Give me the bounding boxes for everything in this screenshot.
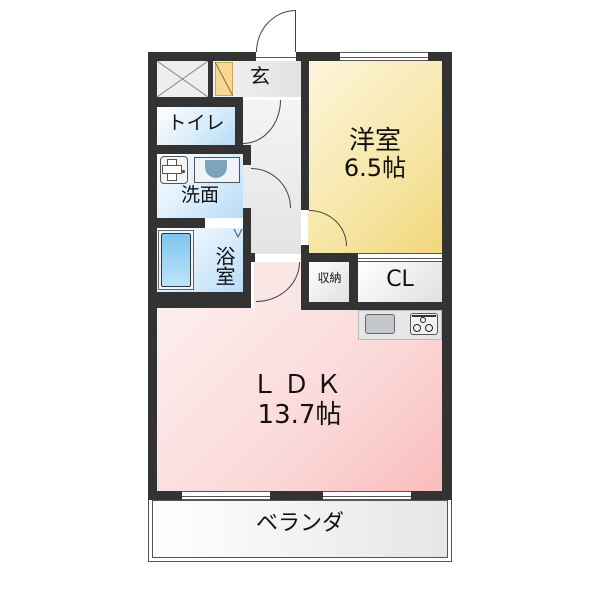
wall-under-bath [157, 292, 251, 308]
wall-storage-bottom [301, 302, 442, 310]
wall-under-pipe [157, 97, 243, 107]
closet-label: CL [386, 267, 414, 292]
vent-triangle-icon [233, 228, 243, 238]
bathroom-label-1: 浴室 [212, 246, 236, 286]
closet [358, 262, 442, 302]
window-ldk-left [182, 491, 270, 500]
balcony-label: ベランダ [255, 511, 344, 536]
balcony-outer-line [148, 498, 452, 562]
wall-top [148, 52, 452, 61]
ldk-name: ＬＤＫ [251, 370, 348, 400]
wall-bottom [148, 491, 452, 500]
burner-icon [425, 324, 433, 332]
wall-western-bottom [301, 253, 361, 262]
wall-under-toilet [157, 145, 251, 154]
ldk-size: 13.7帖 [257, 400, 342, 430]
wall-left [148, 52, 157, 500]
dot [182, 170, 185, 173]
kitchen-sink-icon [365, 314, 395, 334]
entrance-door-opening [256, 52, 296, 61]
window-western-top [340, 52, 428, 61]
entrance-door-swing [256, 10, 296, 52]
pipe-space-cross-icon [157, 61, 208, 97]
storage-label: 収納 [317, 271, 342, 285]
wall-right [442, 52, 452, 500]
storage [310, 262, 349, 302]
wall-toilet-right [235, 107, 243, 145]
wall-hall-right [301, 52, 309, 210]
wall-wash-bath [157, 218, 205, 228]
sink-basin [205, 160, 227, 178]
burner-icon [413, 324, 421, 332]
wall-hall-bottom [243, 253, 255, 262]
washroom-label: 洗面 [180, 184, 219, 206]
toilet-room [157, 107, 235, 145]
entrance-door-leaf [295, 10, 296, 52]
western-room-name: 洋室 [348, 126, 401, 156]
wall-hall-right2 [301, 245, 309, 308]
bathtub-basin [161, 233, 191, 287]
entrance-label: 玄 [250, 64, 270, 88]
shoe-box-diagonal [215, 62, 233, 96]
toilet-label: トイレ [167, 112, 225, 134]
wall-storage-cl [349, 262, 358, 308]
plus-center [167, 166, 177, 173]
closet-sliding-door [358, 253, 442, 262]
wall-pipe-shoe [208, 61, 213, 101]
wall-wash-right [243, 145, 251, 165]
stove-bar [412, 315, 436, 317]
balcony [152, 500, 448, 558]
western-room-size: 6.5帖 [343, 154, 407, 182]
burner-icon [420, 317, 426, 323]
window-ldk-right [323, 491, 411, 500]
